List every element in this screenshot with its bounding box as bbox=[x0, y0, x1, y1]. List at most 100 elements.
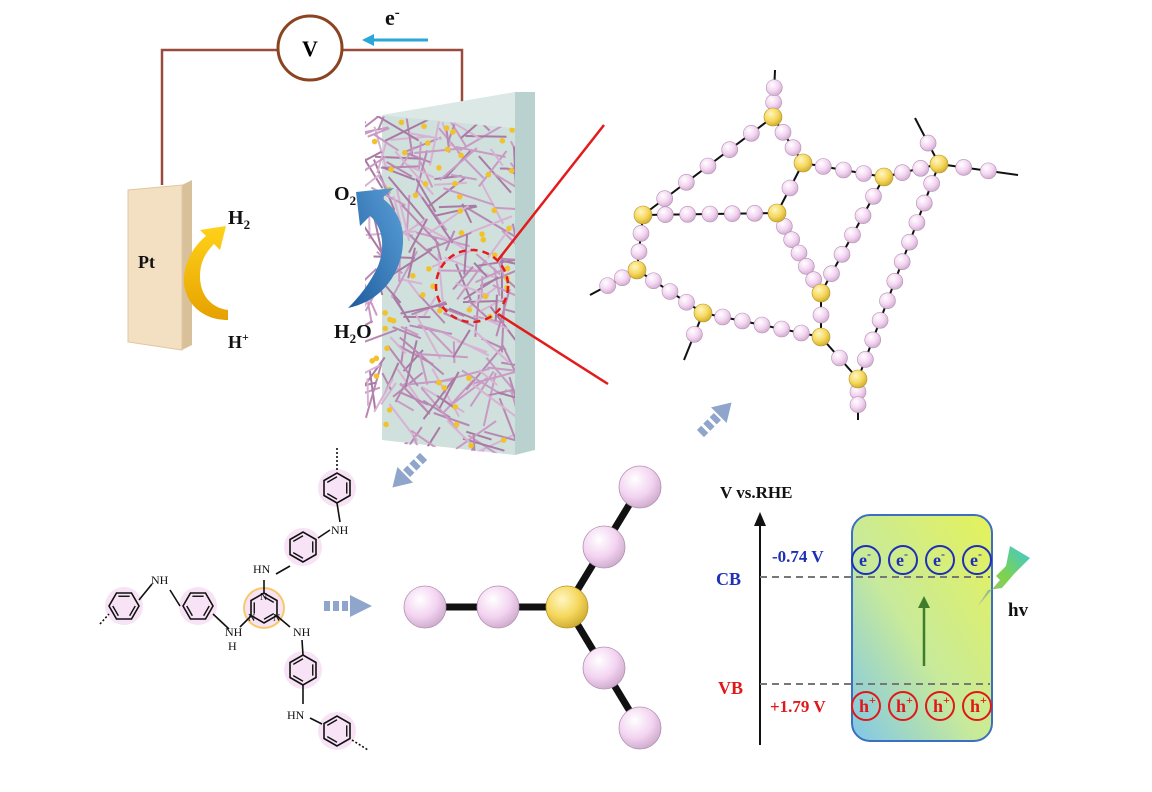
dash bbox=[403, 465, 415, 477]
network-node bbox=[811, 283, 831, 303]
fiber bbox=[494, 294, 498, 321]
fiber bbox=[441, 379, 475, 415]
nanoparticle bbox=[506, 225, 512, 232]
fiber bbox=[434, 237, 443, 261]
fiber bbox=[420, 387, 458, 430]
fiber bbox=[443, 312, 475, 328]
fiber bbox=[462, 437, 505, 452]
electron-charge: - bbox=[978, 547, 982, 561]
network-node bbox=[874, 167, 894, 187]
electron-symbol: e bbox=[933, 550, 941, 570]
benzene-ring-double-bond bbox=[326, 493, 338, 500]
fiber bbox=[365, 172, 382, 209]
fiber bbox=[497, 391, 515, 399]
electron-circle bbox=[851, 545, 881, 575]
fiber bbox=[492, 172, 515, 200]
fiber bbox=[391, 294, 404, 312]
vb-label: VB bbox=[718, 678, 743, 698]
substrate-top bbox=[382, 92, 535, 128]
fiber bbox=[438, 371, 460, 409]
triazine-ring bbox=[250, 592, 278, 624]
nanoparticle bbox=[425, 140, 431, 146]
network-node bbox=[763, 107, 783, 127]
arrow-film-to-molecule bbox=[392, 452, 428, 488]
pt-counter-electrode: Pt H2 H+ bbox=[127, 180, 250, 352]
network-bead bbox=[774, 124, 792, 141]
pt-electrode-plate bbox=[127, 184, 183, 351]
fiber bbox=[365, 381, 377, 392]
network-bead bbox=[893, 253, 911, 271]
triazine-n-label: N bbox=[260, 592, 267, 603]
fiber bbox=[456, 259, 487, 300]
fiber bbox=[486, 457, 520, 470]
nanoparticle bbox=[443, 125, 450, 131]
fiber bbox=[414, 147, 467, 155]
h-label: H bbox=[228, 639, 237, 653]
fiber bbox=[439, 147, 478, 181]
network-node bbox=[633, 205, 653, 225]
benzene-ring bbox=[323, 472, 351, 504]
hole-circle bbox=[888, 691, 918, 721]
proton-label: H+ bbox=[228, 330, 249, 352]
nanoparticle bbox=[436, 379, 442, 386]
fiber bbox=[388, 403, 419, 442]
network-bead bbox=[955, 159, 972, 176]
fiber bbox=[415, 221, 465, 250]
nanoparticle bbox=[485, 171, 492, 178]
hole-label: h+ bbox=[896, 693, 913, 716]
nanoparticle bbox=[426, 266, 432, 272]
fiber bbox=[480, 296, 506, 312]
electron-circle bbox=[962, 545, 992, 575]
fiber bbox=[372, 133, 399, 152]
nanoparticle bbox=[452, 180, 458, 187]
fiber bbox=[473, 329, 511, 365]
nanoparticle bbox=[458, 152, 464, 159]
fiber bbox=[428, 120, 441, 166]
network-bead bbox=[844, 226, 861, 244]
fiber bbox=[387, 176, 425, 221]
nanoparticle bbox=[390, 317, 397, 324]
substrate-side bbox=[515, 92, 535, 455]
molecule-bond bbox=[336, 502, 341, 523]
fiber bbox=[407, 247, 416, 279]
network-bead bbox=[765, 79, 783, 96]
fiber bbox=[392, 195, 403, 226]
fiber bbox=[455, 282, 490, 297]
nanoparticle bbox=[436, 165, 442, 171]
network-bead bbox=[678, 174, 695, 191]
voltmeter-label: V bbox=[302, 36, 318, 61]
network-bead bbox=[793, 324, 810, 342]
molecule-bond bbox=[301, 639, 304, 656]
molecule-bonds bbox=[99, 448, 369, 751]
fiber bbox=[400, 325, 419, 336]
network-bead bbox=[919, 134, 937, 152]
fiber bbox=[467, 299, 490, 320]
fiber bbox=[367, 127, 390, 138]
fiber bbox=[492, 284, 515, 309]
benzene-ring-double-bond bbox=[292, 552, 304, 559]
network-bead bbox=[656, 190, 673, 207]
nanoparticle bbox=[419, 292, 426, 298]
electron-flow-label: e- bbox=[385, 5, 400, 30]
model-bead bbox=[582, 525, 626, 569]
fiber bbox=[501, 361, 515, 369]
network-link bbox=[883, 163, 940, 178]
chemical-structure: NH HN NH NH H NH HN N N N bbox=[99, 448, 369, 751]
fiber bbox=[376, 115, 420, 142]
dash bbox=[696, 425, 709, 438]
triazine-n-label: N bbox=[273, 613, 280, 624]
network-bead bbox=[871, 312, 889, 329]
fiber bbox=[394, 150, 435, 196]
network-bead bbox=[686, 326, 703, 343]
nanoparticle bbox=[482, 293, 489, 300]
nanoparticle bbox=[452, 404, 459, 410]
fiber bbox=[446, 419, 474, 447]
fiber bbox=[452, 329, 471, 359]
fiber bbox=[387, 345, 419, 387]
fiber bbox=[390, 441, 408, 455]
network-bead bbox=[823, 265, 840, 282]
fiber bbox=[433, 412, 470, 427]
hole-symbol: h bbox=[933, 696, 943, 716]
network-bead bbox=[701, 205, 719, 223]
arrowhead bbox=[711, 402, 732, 423]
